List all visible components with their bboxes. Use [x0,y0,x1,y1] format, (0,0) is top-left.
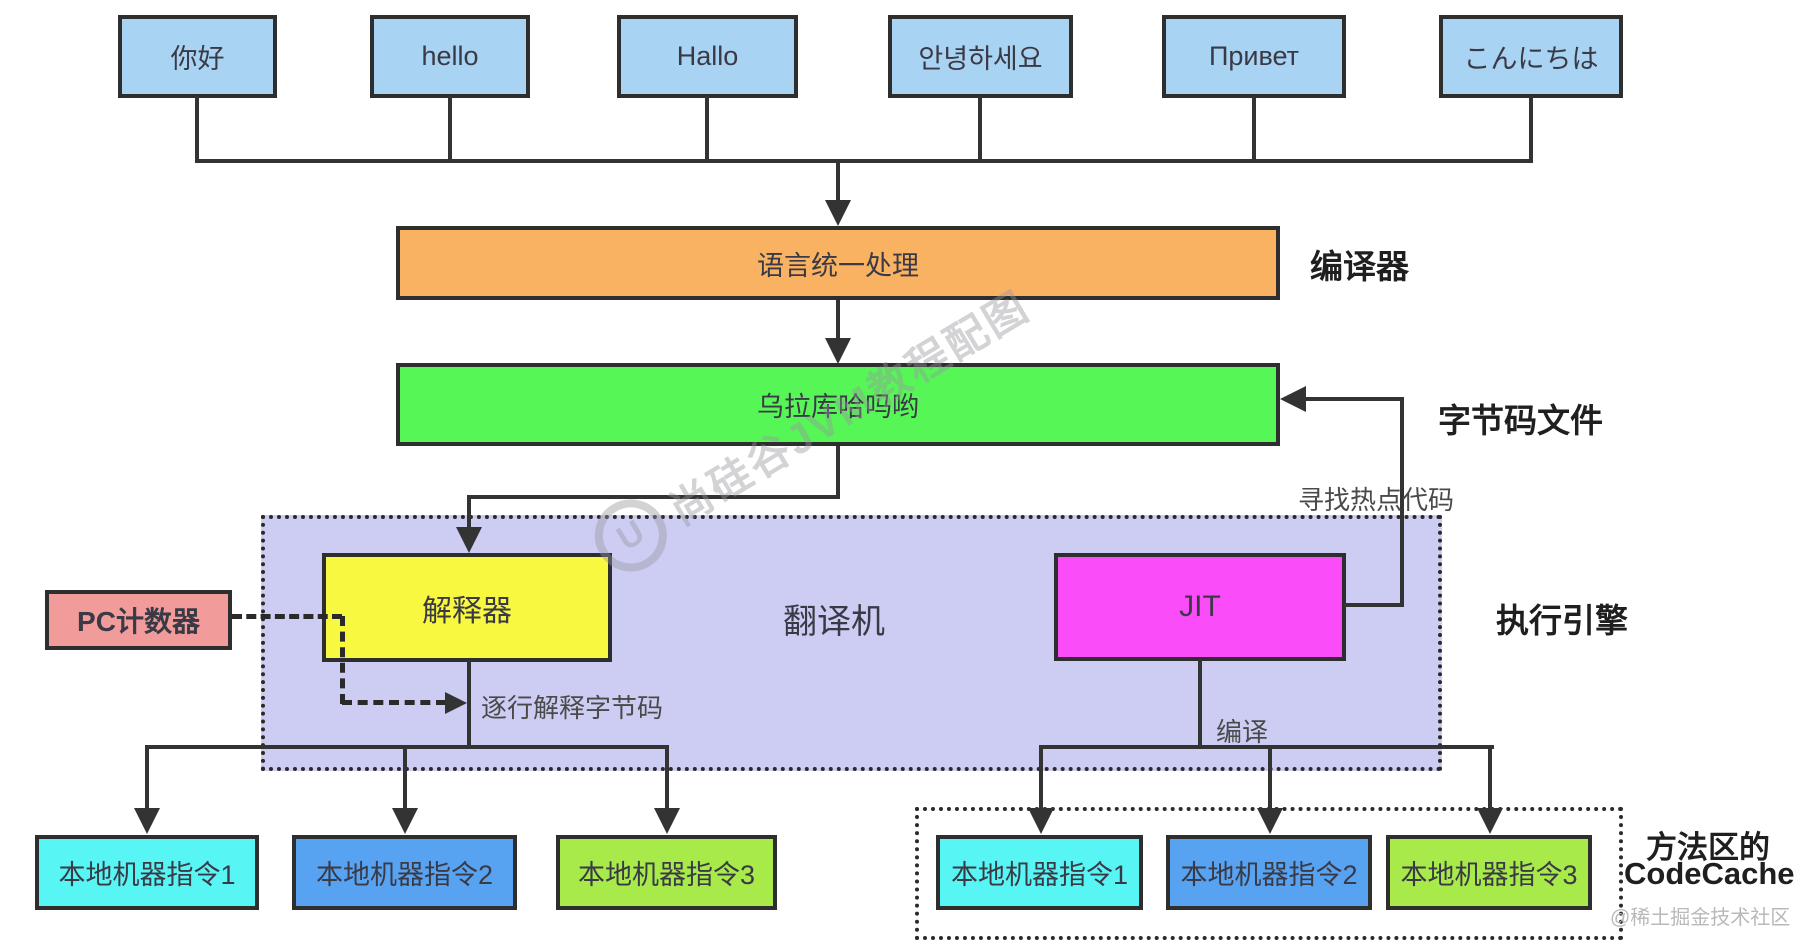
connector-compiler-bytecode [836,300,840,340]
pc-dashed-segment-3 [342,700,446,705]
source-box-japanese: こんにちは [1439,15,1623,98]
native-instr-cache-2: 本地机器指令2 [1166,835,1372,910]
arrowhead-left-instr-1 [134,808,160,834]
arrowhead-right-instr-2 [1257,808,1283,834]
arrowhead-left-instr-2 [392,808,418,834]
connector-source-6 [1529,96,1533,161]
connector-source-5 [1252,96,1256,161]
arrowhead-down-into-bytecode [825,338,851,364]
arrowhead-right-pc-dashed [445,692,467,714]
connector-source-2 [448,96,452,161]
connector-bytecode-elbow-v2 [467,495,471,529]
juejin-credit-watermark: @稀土掘金技术社区 [1610,907,1791,929]
arrowhead-right-instr-1 [1028,808,1054,834]
bytecode-side-label: 字节码文件 [1438,402,1603,439]
source-box-korean: 안녕하세요 [888,15,1073,98]
source-label: 안녕하세요 [918,44,1043,74]
native-instr-label: 本地机器指令3 [1400,860,1578,890]
source-box-german: Hallo [617,15,798,98]
unify-processing-box: 语言统一处理 [396,226,1280,300]
jit-feedback-h-high [1302,397,1404,401]
arrowhead-down-into-interpreter [456,527,482,553]
arrowhead-left-into-bytecode [1280,386,1306,412]
native-instr-cache-1: 本地机器指令1 [936,835,1143,910]
arrowhead-right-instr-3 [1477,808,1503,834]
source-box-chinese: 你好 [118,15,277,98]
code-cache-region-line2: CodeCache [1624,856,1795,891]
bytecode-box: 乌拉库哈吗哟 [396,363,1280,446]
native-instr-label: 本地机器指令1 [58,860,236,890]
source-label: hello [421,41,479,71]
arrowhead-down-into-compiler [825,200,851,226]
right-distribution-line [1039,745,1494,749]
source-bus-line [195,159,1533,163]
connector-bytecode-elbow-v1 [836,446,840,497]
native-instr-left-1: 本地机器指令1 [35,835,259,910]
jit-feedback-h-low [1344,603,1404,607]
execution-engine-side-label: 执行引擎 [1496,602,1628,639]
compile-note: 编译 [1216,717,1269,747]
right-stub-1 [1039,747,1043,810]
connector-source-4 [978,96,982,161]
translator-label: 翻译机 [783,603,885,641]
pc-counter-box: PC计数器 [45,590,232,650]
arrowhead-left-instr-3 [654,808,680,834]
source-label: 你好 [170,44,225,74]
unify-label: 语言统一处理 [757,250,919,281]
interpret-note: 逐行解释字节码 [481,693,664,723]
pc-counter-label: PC计数器 [77,606,200,637]
native-instr-label: 本地机器指令1 [950,860,1129,890]
source-box-english: hello [370,15,530,98]
code-cache-region-line1: 方法区的 [1646,830,1770,865]
native-instr-label: 本地机器指令3 [577,860,756,890]
left-stub-3 [665,747,669,810]
native-instr-cache-3: 本地机器指令3 [1386,835,1592,910]
pc-dashed-segment-2 [340,616,345,704]
connector-jit-out [1198,659,1202,749]
native-instr-label: 本地机器指令2 [1180,860,1358,890]
left-stub-2 [403,747,407,810]
source-box-russian: Привет [1162,15,1346,98]
connector-interpreter-out [467,660,471,749]
jit-feedback-vertical [1400,399,1404,607]
source-label: Привет [1208,41,1300,71]
pc-dashed-segment-1 [232,614,342,619]
hotspot-note: 寻找热点代码 [1298,485,1455,515]
left-stub-1 [145,747,149,810]
connector-source-1 [195,96,199,161]
connector-bytecode-elbow-h [467,495,840,499]
connector-source-3 [705,96,709,161]
source-label: こんにちは [1463,44,1599,74]
bytecode-label: 乌拉库哈吗哟 [757,392,919,422]
jit-label: JIT [1179,590,1221,623]
right-stub-2 [1268,747,1272,810]
right-stub-3 [1488,747,1492,810]
interpreter-box: 解释器 [322,553,612,662]
native-instr-label: 本地机器指令2 [315,860,494,890]
jit-box: JIT [1054,553,1346,661]
source-label: Hallo [676,41,739,71]
native-instr-left-2: 本地机器指令2 [292,835,517,910]
native-instr-left-3: 本地机器指令3 [556,835,777,910]
left-distribution-line [145,745,669,749]
compiler-side-label: 编译器 [1310,248,1409,285]
connector-bus-compiler [836,161,840,202]
interpreter-label: 解释器 [422,594,512,628]
